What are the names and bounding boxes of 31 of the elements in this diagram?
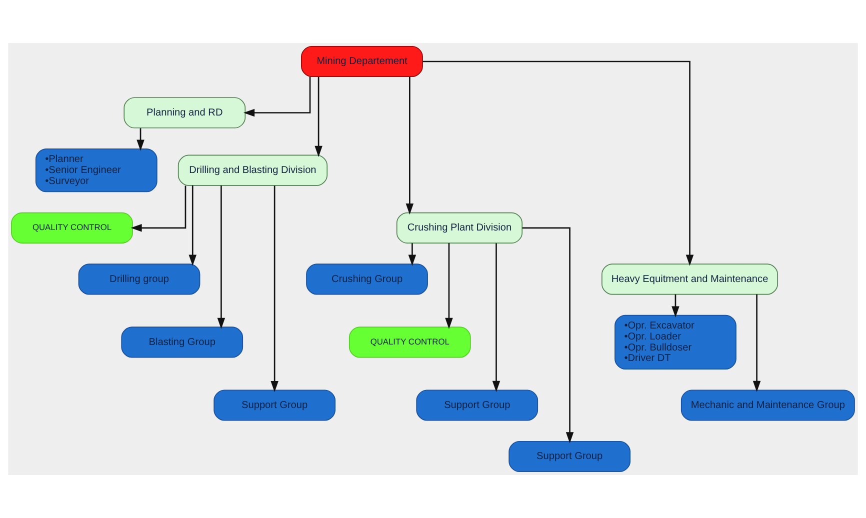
node-box: Drilling and Blasting Division	[178, 154, 328, 186]
arrow	[188, 185, 197, 266]
arrow	[672, 294, 680, 318]
node-box: Planning and RD	[124, 97, 246, 128]
node-box: Crushing Plant Division	[396, 212, 522, 244]
arrow	[314, 76, 322, 158]
node-box: Mechanic and Maintenance Group	[680, 390, 855, 421]
node-box: Drilling group	[78, 264, 200, 295]
node-box: Blasting Group	[121, 326, 244, 358]
node-box: Support Group	[214, 390, 336, 421]
node-box: Support Group	[416, 390, 538, 421]
arrow	[422, 60, 694, 266]
node-box: Mining Departement	[301, 46, 423, 78]
node-box: Crushing Group	[306, 264, 428, 295]
node-box: •Planner •Senior Engineer •Surveyor	[35, 148, 158, 192]
node-box: •Opr. Excavator •Opr. Loader •Opr. Bulldoser •Driver DT	[614, 314, 736, 370]
arrow	[752, 294, 761, 392]
arrow	[270, 186, 278, 392]
node-box: QUALITY CONTROL	[11, 212, 133, 244]
arrow	[243, 76, 311, 117]
node-box: Support Group	[508, 440, 630, 472]
arrow	[408, 243, 416, 266]
node-box: Heavy Equitment and Maintenance	[602, 264, 778, 295]
node-box: QUALITY CONTROL	[348, 326, 471, 358]
arrow	[217, 186, 226, 330]
arrow	[522, 227, 574, 444]
arrow	[136, 128, 144, 151]
arrow	[492, 243, 500, 392]
arrow	[406, 76, 414, 215]
arrow	[130, 186, 186, 232]
arrow	[445, 243, 453, 329]
